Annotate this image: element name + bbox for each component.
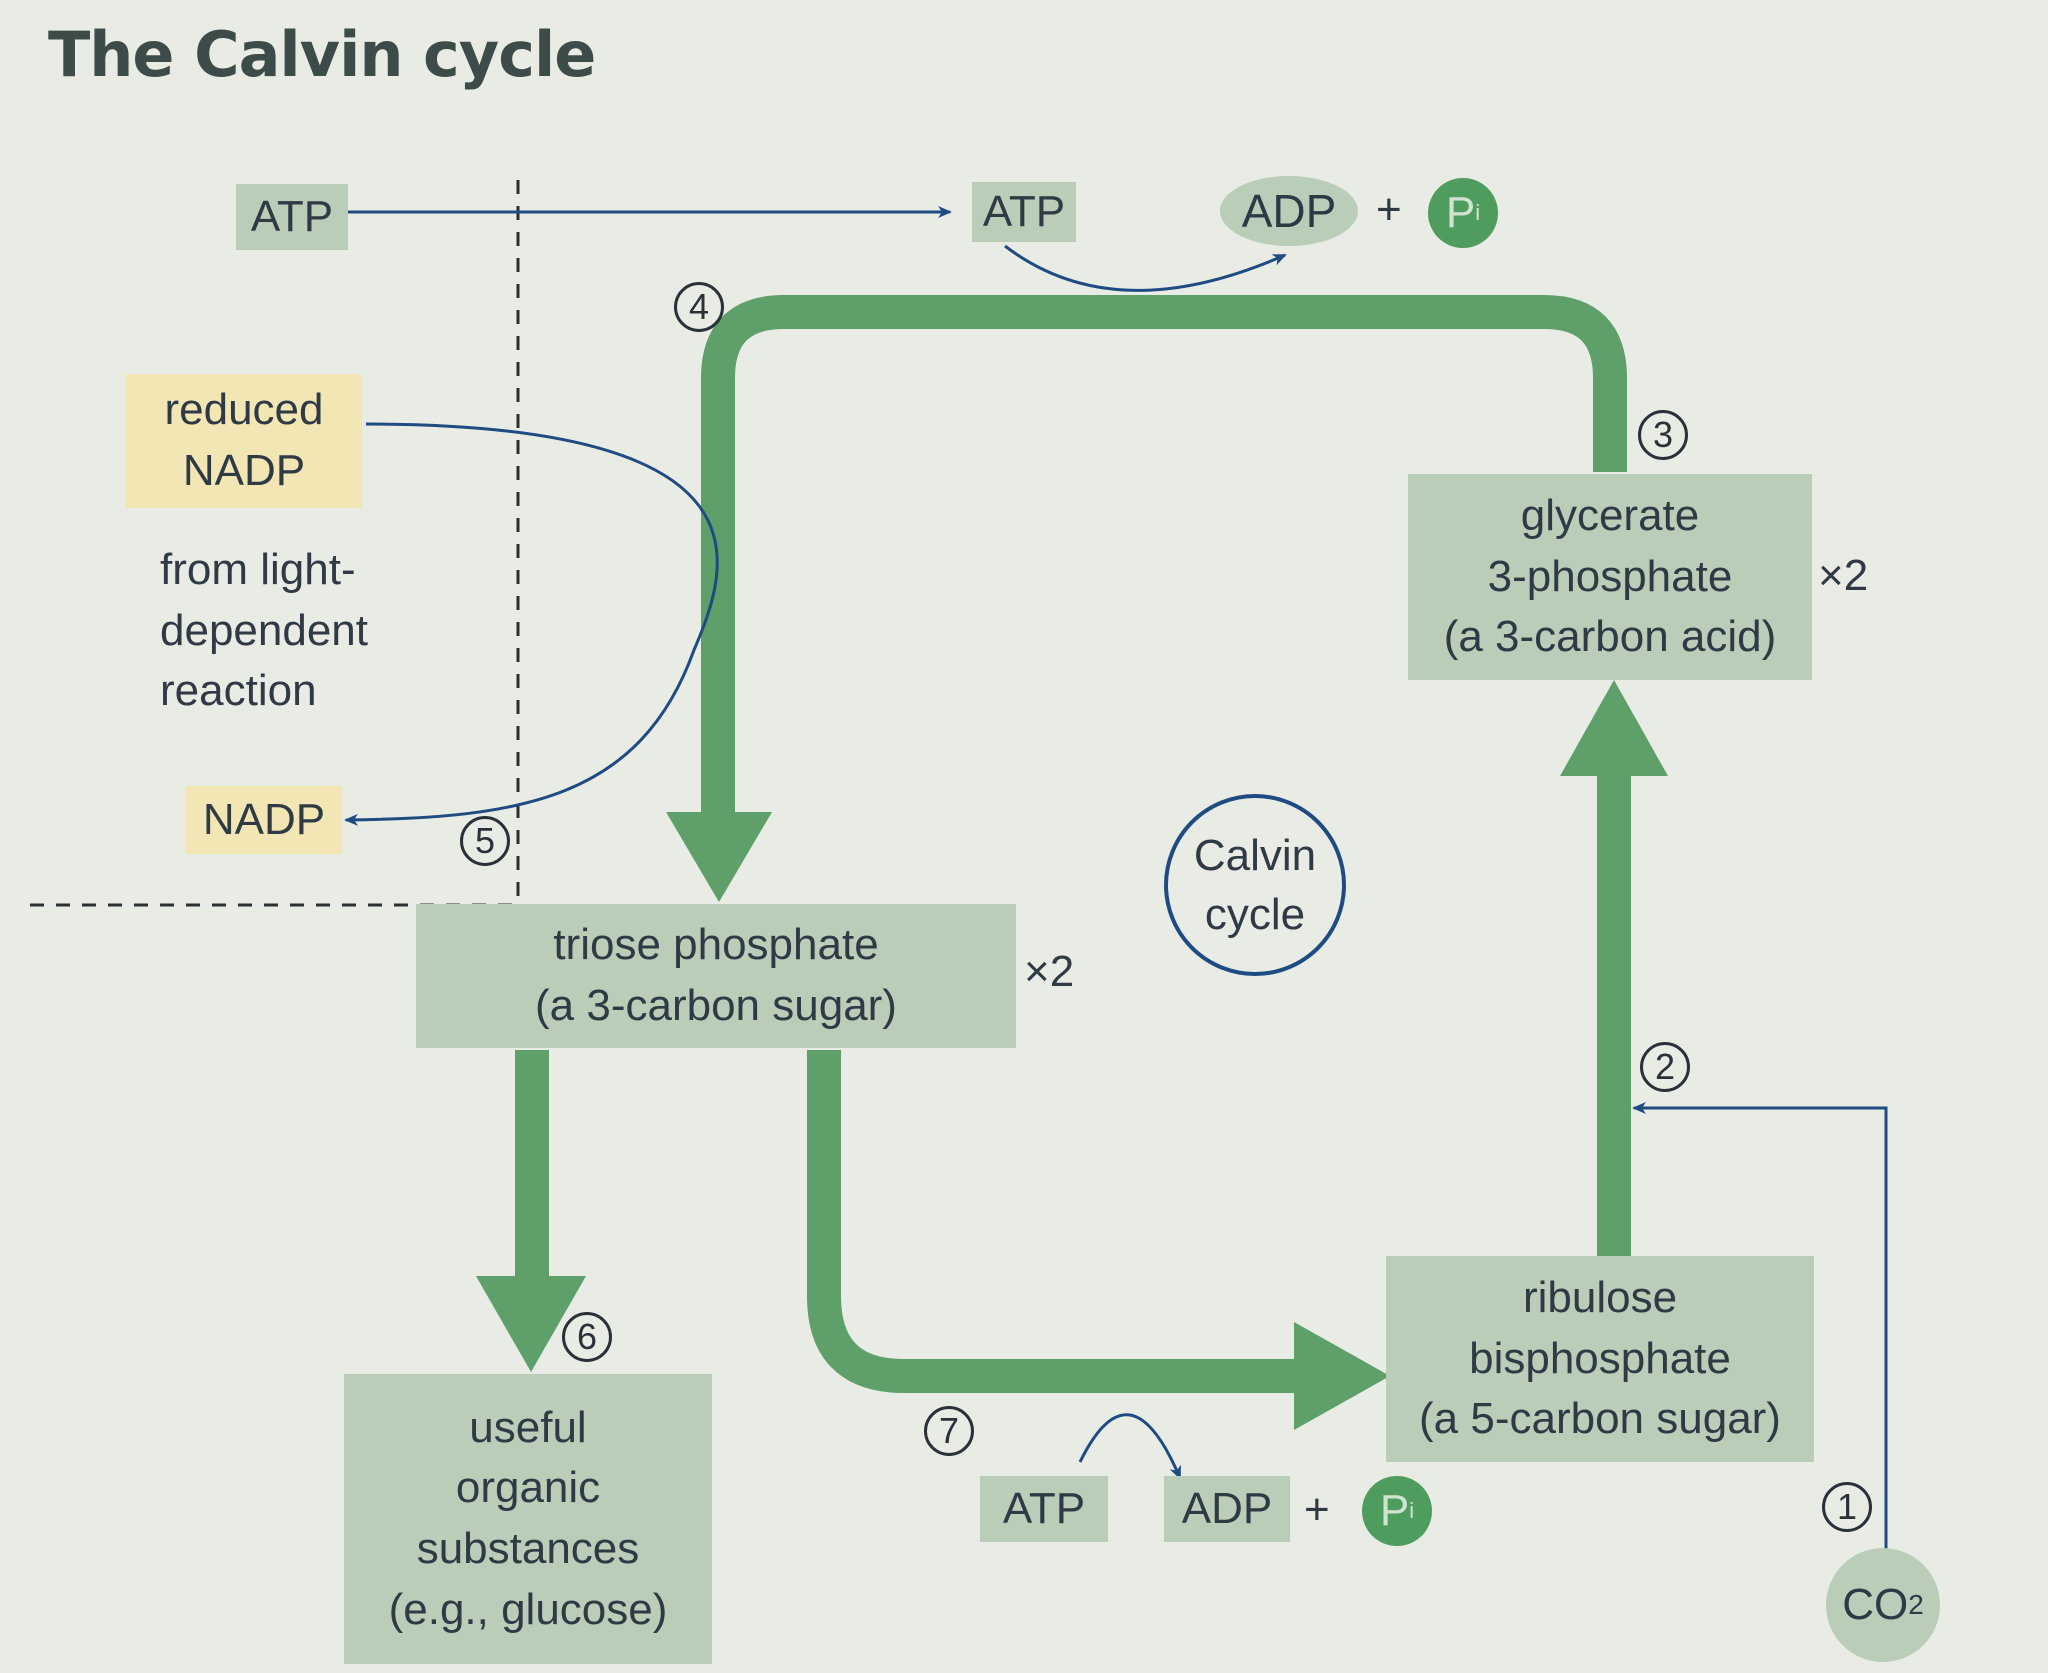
glycerate-multiplier: ×2 <box>1818 551 1869 600</box>
atp-box-left: ATP <box>236 184 348 250</box>
atp-box-bottom: ATP <box>980 1476 1108 1542</box>
triose-multiplier: ×2 <box>1024 947 1075 996</box>
step-number-3: 3 <box>1638 410 1688 460</box>
useful-organic-substances-box: useful organic substances (e.g., glucose… <box>344 1374 712 1664</box>
line-atp-to-adp-top <box>1004 244 1287 292</box>
flow-head-triose <box>666 812 772 902</box>
reduced-nadp-box: reduced NADP <box>126 374 362 508</box>
ribulose-bisphosphate-box: ribulose bisphosphate (a 5-carbon sugar) <box>1386 1256 1814 1462</box>
adp-box-bottom: ADP <box>1164 1476 1290 1542</box>
triose-phosphate-box: triose phosphate (a 3-carbon sugar) <box>416 904 1016 1048</box>
line-nadp-loop <box>344 422 719 826</box>
flow-ribulose-to-glycerate <box>1597 768 1631 1258</box>
step-number-5: 5 <box>460 816 510 866</box>
step-number-2: 2 <box>1640 1042 1690 1092</box>
step-number-4: 4 <box>674 282 724 332</box>
flow-glycerate-to-triose <box>701 295 1627 820</box>
flow-head-glycerate <box>1560 680 1668 776</box>
nadp-box: NADP <box>186 786 342 854</box>
step-number-7: 7 <box>924 1406 974 1456</box>
step-number-6: 6 <box>562 1312 612 1362</box>
diagram-title: The Calvin cycle <box>48 18 596 91</box>
flow-triose-to-ribulose <box>807 1050 1300 1393</box>
glycerate-3-phosphate-box: glycerate 3-phosphate (a 3-carbon acid) <box>1408 474 1812 680</box>
flow-head-ribulose <box>1294 1322 1390 1430</box>
flow-triose-to-useful <box>515 1050 549 1280</box>
adp-oval-top: ADP <box>1220 176 1358 246</box>
line-co2-feed <box>1632 1102 1888 1560</box>
step-number-1: 1 <box>1822 1482 1872 1532</box>
atp-box-right: ATP <box>972 182 1076 242</box>
plus-bottom: + <box>1304 1485 1330 1534</box>
flow-head-useful <box>476 1276 586 1372</box>
light-dependent-source-label: from light- dependent reaction <box>160 545 368 716</box>
line-atp-to-adp-bottom <box>1078 1413 1182 1480</box>
plus-top: + <box>1376 185 1402 234</box>
calvin-cycle-label: Calvin cycle <box>1164 794 1346 976</box>
